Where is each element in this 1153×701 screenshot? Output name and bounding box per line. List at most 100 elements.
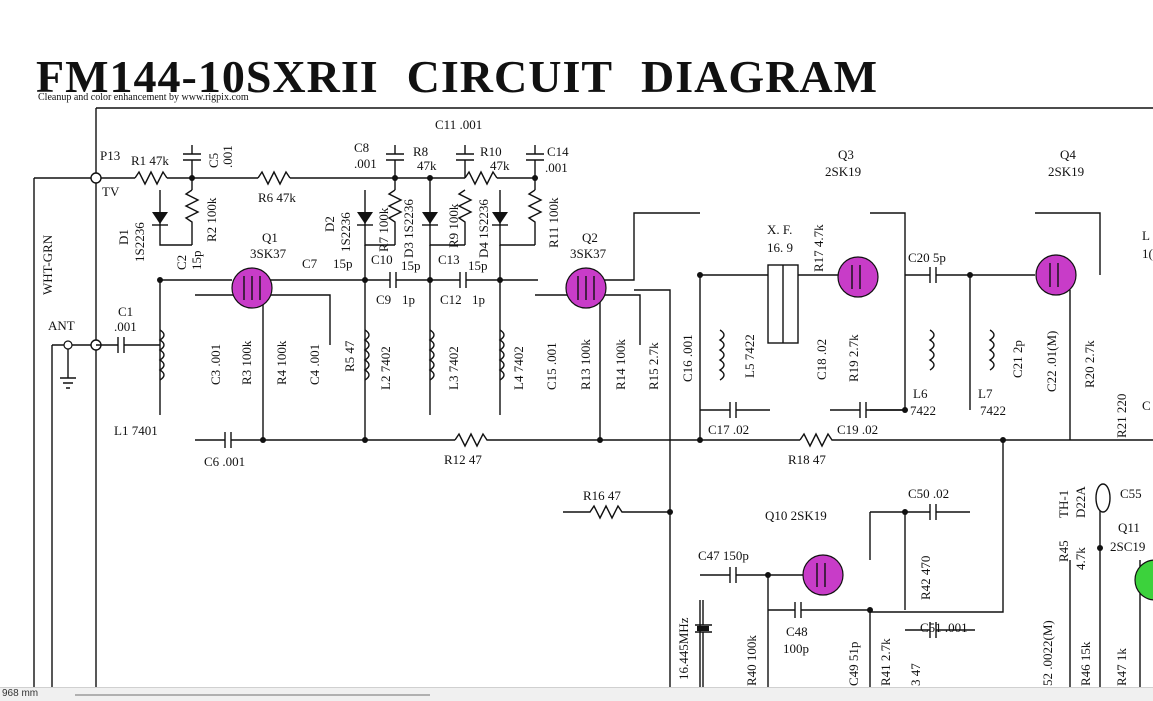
label-wht-grn: WHT-GRN: [40, 234, 55, 295]
label-c20: C20 5p: [908, 250, 946, 265]
label-th1: TH-1: [1056, 490, 1071, 518]
label-q4: Q4: [1060, 147, 1076, 162]
label-c2-value: 15p: [189, 251, 204, 271]
label-r2: R2 100k: [204, 197, 219, 242]
label-c19: C19 .02: [837, 422, 878, 437]
label-c14: C14: [547, 144, 569, 159]
component-labels: R1 47k C5 .001 R6 47k R2 100k D1 1S2236 …: [114, 117, 1153, 686]
label-c22: C22 .01(M): [1044, 331, 1059, 392]
label-c7: C7: [302, 256, 318, 271]
label-l6: L6: [913, 386, 928, 401]
label-c10: C10: [371, 252, 393, 267]
label-c21: C21 2p: [1010, 340, 1025, 378]
label-c9-value: 1p: [402, 292, 415, 307]
label-c48-value: 100p: [783, 641, 809, 656]
label-r10: R10: [480, 144, 502, 159]
label-xf: X. F.: [767, 222, 792, 237]
label-r9: R9 100k: [446, 203, 461, 248]
label-q11: Q11: [1118, 520, 1140, 535]
label-l6-value: 7422: [910, 403, 936, 418]
label-r15: R15 2.7k: [646, 342, 661, 390]
label-q2-type: 3SK37: [570, 246, 607, 261]
label-r43: 3 47: [908, 663, 923, 686]
label-c8-value: .001: [354, 156, 377, 171]
thermistor: [1095, 483, 1111, 513]
label-d1: D1: [116, 229, 131, 245]
label-l7-value: 7422: [980, 403, 1006, 418]
label-c13-value: 15p: [468, 258, 488, 273]
label-l1: L1 7401: [114, 423, 158, 438]
label-r45: R45: [1056, 540, 1071, 562]
label-r12: R12 47: [444, 452, 482, 467]
label-r1: R1 47k: [131, 153, 169, 168]
label-r4: R4 100k: [274, 340, 289, 385]
label-l7: L7: [978, 386, 993, 401]
label-l3: L3 7402: [446, 346, 461, 390]
varactor-diodes: [152, 212, 508, 226]
label-r5: R5 47: [342, 340, 357, 372]
label-c18: C18 .02: [814, 339, 829, 380]
label-r41: R41 2.7k: [878, 638, 893, 686]
transistor-q4: [1035, 254, 1077, 296]
label-tv: TV: [102, 184, 120, 199]
label-r6: R6 47k: [258, 190, 296, 205]
port-labels: P13 TV ANT WHT-GRN: [40, 148, 120, 333]
label-r8-value: 47k: [417, 158, 437, 173]
label-r14: R14 100k: [613, 339, 628, 390]
label-r40: R40 100k: [744, 635, 759, 686]
label-l-edge: L: [1142, 228, 1150, 243]
label-c4: C4 .001: [307, 344, 322, 385]
label-c15: C15 .001: [544, 342, 559, 390]
label-r11: R11 100k: [546, 197, 561, 248]
label-d3: D3 1S2236: [401, 199, 416, 258]
label-p13: P13: [100, 148, 120, 163]
label-q3: Q3: [838, 147, 854, 162]
label-d2: D2: [322, 216, 337, 232]
label-l5: L5 7422: [742, 334, 757, 378]
frame: [33, 107, 1153, 687]
label-c14-value: .001: [545, 160, 568, 175]
label-c48: C48: [786, 624, 808, 639]
label-q2: Q2: [582, 230, 598, 245]
label-c50: C50 .02: [908, 486, 949, 501]
label-c3: C3 .001: [208, 344, 223, 385]
label-c13: C13: [438, 252, 460, 267]
label-r18: R18 47: [788, 452, 826, 467]
label-q3-type: 2SK19: [825, 164, 861, 179]
label-c17: C17 .02: [708, 422, 749, 437]
label-r20: R20 2.7k: [1082, 340, 1097, 388]
label-c52: 52 .0022(M): [1040, 620, 1055, 686]
label-c7-value: 15p: [333, 256, 353, 271]
label-r13: R13 100k: [578, 339, 593, 390]
transistor-q10: [802, 554, 844, 596]
label-r8: R8: [413, 144, 428, 159]
label-r7: R7 100k: [376, 207, 391, 252]
label-l4: L4 7402: [511, 346, 526, 390]
label-q1: Q1: [262, 230, 278, 245]
label-d1-type: 1S2236: [132, 222, 147, 262]
status-bar: 968 mm: [0, 687, 1153, 701]
inductor-coils: [158, 329, 995, 381]
label-l2: L2 7402: [378, 346, 393, 390]
horizontal-scrollbar[interactable]: [75, 694, 430, 696]
label-c5: C5: [206, 153, 221, 168]
label-c1-value: .001: [114, 319, 137, 334]
label-d4: D4 1S2236: [476, 199, 491, 258]
status-measure: 968 mm: [2, 688, 39, 699]
label-r47: R47 1k: [1114, 648, 1129, 686]
label-c-edge: C: [1142, 398, 1151, 413]
label-d2-type: 1S2236: [338, 212, 353, 252]
label-c12: C12: [440, 292, 462, 307]
label-q10: Q10 2SK19: [765, 508, 827, 523]
credit-line: Cleanup and color enhancement by www.rig…: [38, 92, 249, 103]
label-c1: C1: [118, 304, 133, 319]
label-r10-value: 47k: [490, 158, 510, 173]
label-q4-type: 2SK19: [1048, 164, 1084, 179]
label-c49: C49 51p: [846, 642, 861, 686]
label-c55: C55: [1120, 486, 1142, 501]
label-r21: R21 220: [1114, 394, 1129, 438]
label-xf-value: 16. 9: [767, 240, 793, 255]
transistor-q11: [1134, 559, 1153, 601]
